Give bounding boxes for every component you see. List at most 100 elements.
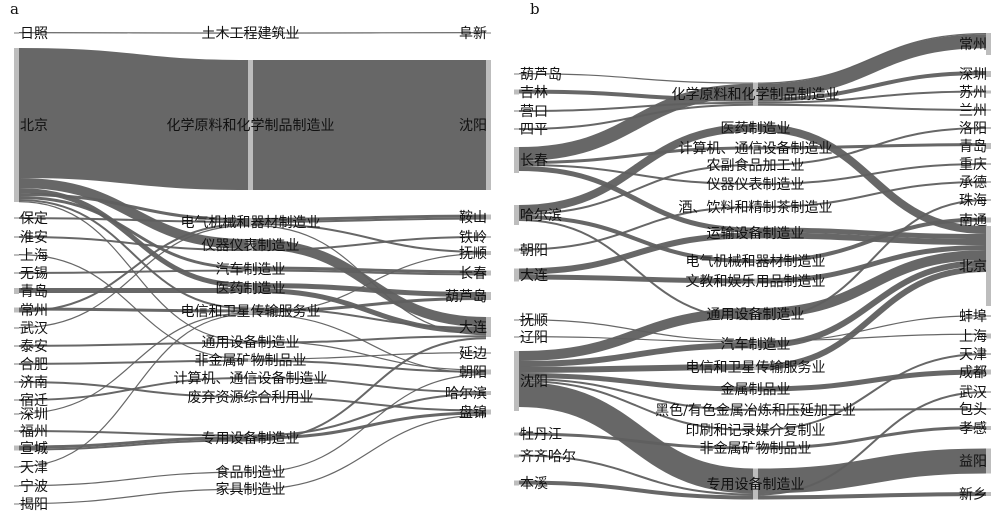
industry-label: 医药制造业: [721, 121, 791, 137]
industry-node: [248, 434, 253, 442]
source-node: [14, 327, 19, 329]
industry-node: [753, 340, 758, 348]
industry-node: [753, 82, 758, 106]
industry-node: [248, 471, 253, 473]
flow-link: [518, 166, 987, 239]
target-node: [486, 391, 491, 395]
flow-link: [518, 382, 987, 494]
target-node: [486, 292, 491, 300]
source-label: 深圳: [20, 407, 48, 423]
flow-link: [518, 260, 987, 367]
source-label: 吉林: [520, 85, 548, 101]
target-label: 珠海: [959, 193, 987, 209]
industry-node: [753, 386, 758, 392]
industry-label: 电信和卫星传输服务业: [686, 360, 826, 376]
source-label: 青岛: [20, 284, 48, 300]
industry-label: 计算机、通信设备制造业: [679, 140, 833, 157]
industry-node: [248, 60, 253, 190]
source-label: 宿迁: [20, 392, 48, 409]
source-label: 揭阳: [20, 497, 48, 513]
source-label: 保定: [20, 211, 48, 227]
target-node: [986, 492, 991, 496]
target-label: 南通: [959, 213, 987, 229]
source-node: [14, 254, 19, 256]
target-node: [486, 214, 491, 220]
source-label: 上海: [20, 248, 48, 264]
source-node: [14, 503, 19, 505]
target-node: [986, 71, 991, 77]
source-label: 福州: [20, 424, 48, 440]
target-label: 新乡: [959, 487, 987, 503]
target-node: [986, 199, 991, 201]
source-node: [14, 363, 19, 365]
target-node: [486, 409, 491, 415]
industry-label: 家具制造业: [216, 481, 286, 498]
flow-link: [18, 313, 487, 468]
source-label: 抚顺: [520, 313, 548, 329]
source-node: [14, 381, 19, 383]
target-label: 朝阳: [459, 365, 487, 381]
source-label: 葫芦岛: [520, 67, 562, 83]
industry-label: 酒、饮料和精制茶制造业: [679, 200, 833, 216]
target-node: [986, 109, 991, 111]
target-label: 天津: [959, 347, 987, 363]
target-label: 盘锦: [459, 404, 487, 421]
industry-node: [753, 468, 758, 500]
panel-b-labels: 葫芦岛吉林营口四平长春哈尔滨朝阳大连抚顺辽阳沈阳牡丹江齐齐哈尔本溪常州深圳苏州兰…: [520, 37, 987, 503]
industry-label: 废弃资源综合利用业: [188, 390, 314, 406]
industry-node: [753, 278, 758, 284]
source-node: [514, 73, 519, 75]
industry-node: [753, 146, 758, 150]
target-node: [986, 448, 991, 474]
source-node: [14, 236, 19, 238]
target-node: [986, 408, 991, 410]
source-label: 日照: [20, 26, 48, 42]
target-label: 重庆: [959, 157, 987, 173]
target-label: 兰州: [959, 103, 987, 119]
panel-b-sankey: b 葫芦岛吉林营口四平长春哈尔滨朝阳大连抚顺辽阳沈阳牡丹江齐齐哈尔本溪常州深圳苏…: [514, 0, 991, 503]
target-node: [986, 226, 991, 306]
target-node: [986, 33, 991, 55]
target-node: [986, 315, 991, 317]
industry-label: 金属制品业: [721, 382, 791, 398]
industry-label: 计算机、通信设备制造业: [174, 370, 328, 387]
target-node: [986, 90, 991, 94]
source-label: 泰安: [20, 339, 48, 355]
target-label: 葫芦岛: [445, 289, 487, 305]
industry-node: [753, 259, 758, 263]
source-node: [14, 307, 19, 313]
source-label: 北京: [20, 118, 48, 134]
flow-link: [18, 254, 487, 360]
source-label: 无锡: [20, 266, 48, 282]
industry-label: 化学原料和化学制品制造业: [167, 118, 335, 134]
source-label: 四平: [520, 122, 548, 138]
target-node: [986, 353, 991, 355]
industry-label: 运输设备制造业: [707, 225, 805, 242]
source-node: [14, 345, 19, 347]
target-label: 洛阳: [959, 121, 987, 137]
source-node: [514, 351, 519, 411]
flow-link: [18, 199, 487, 329]
industry-label: 非金属矿物制品业: [700, 441, 812, 457]
panel-a-sankey: a 日照北京保定淮安上海无锡青岛常州武汉泰安合肥济南宿迁深圳福州宣城天津宁波揭阳…: [10, 0, 491, 513]
industry-label: 电气机械和器材制造业: [686, 254, 826, 270]
industry-node: [248, 358, 253, 362]
target-label: 抚顺: [459, 246, 487, 262]
source-label: 武汉: [20, 321, 48, 337]
target-node: [986, 163, 991, 165]
source-label: 宣城: [20, 441, 48, 457]
source-node: [14, 485, 19, 487]
target-node: [486, 317, 491, 337]
source-node: [14, 272, 19, 274]
industry-label: 通用设备制造业: [202, 334, 300, 351]
panel-b-label: b: [530, 0, 540, 18]
industry-label: 食品制造业: [216, 464, 286, 481]
panel-b-nodes: [514, 33, 991, 500]
source-label: 朝阳: [520, 243, 548, 259]
industry-label: 专用设备制造业: [202, 430, 300, 447]
source-node: [14, 48, 19, 202]
flow-link: [18, 414, 487, 505]
source-node: [514, 110, 519, 112]
